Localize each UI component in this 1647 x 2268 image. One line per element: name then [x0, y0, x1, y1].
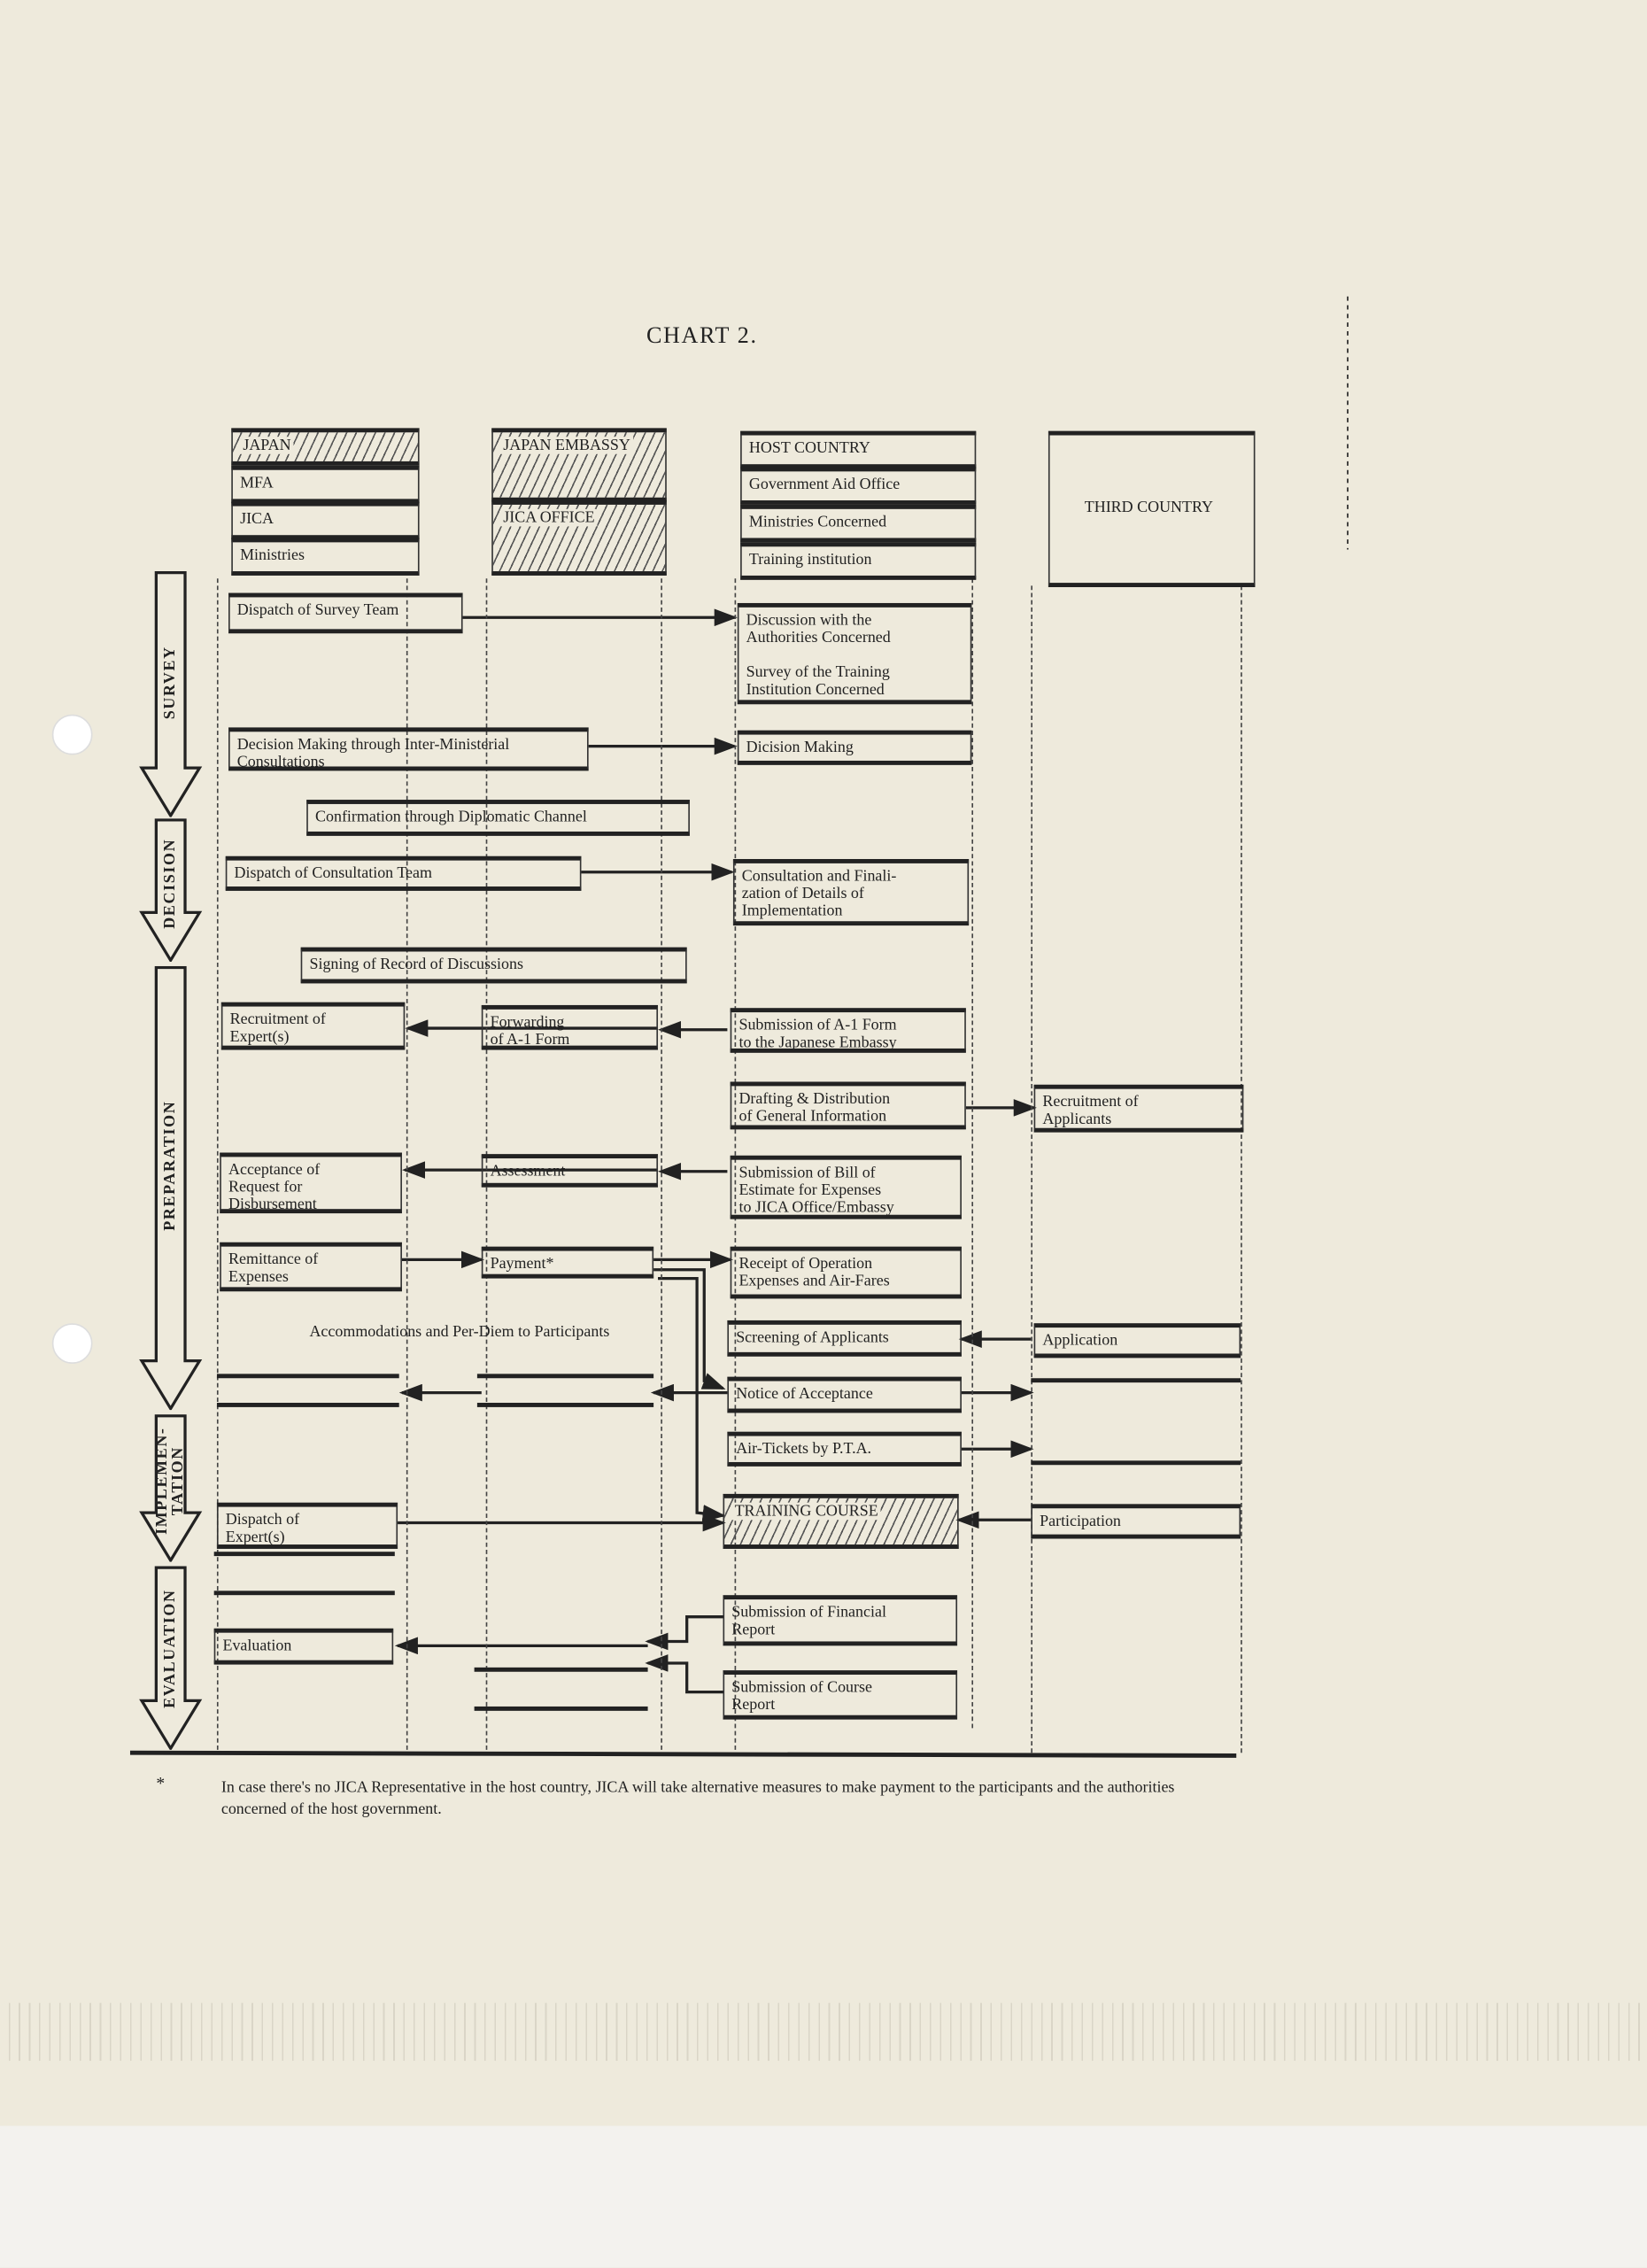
flow-arrow: [645, 1615, 723, 1651]
box-signing: Signing of Record of Discussions: [300, 947, 687, 984]
header-host-3: Training institution: [740, 542, 977, 580]
box-forwarding: Forwarding of A-1 Form: [481, 1004, 659, 1050]
box-application: Application: [1033, 1323, 1241, 1358]
box-course-report: Submission of Course Report: [723, 1670, 958, 1720]
box-air-tickets: Air-Tickets by P.T.A.: [727, 1431, 962, 1467]
footnote-marker: *: [156, 1773, 166, 1793]
down-arrow-icon: [139, 1566, 203, 1752]
empty-row-box: [216, 1374, 399, 1407]
header-third-country: THIRD COUNTRY: [1048, 430, 1256, 587]
header-jica-office-label: JICA OFFICE: [500, 508, 598, 527]
box-receipt: Receipt of Operation Expenses and Air-Fa…: [730, 1246, 962, 1299]
phase-arrow-1: DECISION: [139, 818, 203, 964]
down-arrow-icon: [139, 965, 203, 1412]
box-submission-bill: Submission of Bill of Estimate for Expen…: [730, 1155, 962, 1219]
phase-label: DECISION: [161, 838, 179, 928]
box-drafting: Drafting & Distribution of General Infor…: [730, 1081, 966, 1130]
phase-arrow-2: PREPARATION: [139, 965, 203, 1412]
bottom-rule: [129, 1750, 1237, 1758]
empty-row-box: [474, 1667, 648, 1711]
flow-arrow: [645, 1654, 723, 1694]
box-notice: Notice of Acceptance: [727, 1376, 962, 1413]
punch-hole: [51, 714, 93, 755]
down-arrow-icon: [139, 571, 203, 819]
footnote: In case there's no JICA Representative i…: [220, 1778, 1175, 1818]
column-guide-line: [406, 578, 408, 1750]
header-host-0: HOST COUNTRY: [740, 430, 977, 469]
header-jica-office: JICA OFFICE: [491, 500, 667, 576]
down-arrow-icon: [139, 818, 203, 964]
box-consult-final: Consultation and Finali- zation of Detai…: [732, 859, 970, 926]
box-survey-team: Dispatch of Survey Team: [228, 592, 463, 634]
box-decision-inter: Decision Making through Inter-Ministeria…: [228, 727, 589, 771]
fold-mark: [0, 2002, 1647, 2062]
box-financial-report: Submission of Financial Report: [723, 1595, 958, 1646]
box-assessment: Assessment: [481, 1154, 659, 1188]
empty-row-box: [476, 1374, 654, 1407]
header-japan-embassy: JAPAN EMBASSY: [491, 428, 667, 502]
punch-hole: [51, 1323, 93, 1364]
column-guide-line: [971, 578, 974, 1729]
header-japan-3: Ministries: [231, 538, 420, 576]
column-guide-line: [1031, 585, 1032, 1753]
column-guide-line: [216, 578, 219, 1750]
column-guide-line: [485, 578, 488, 1750]
header-japan-1: MFA: [231, 465, 420, 504]
phase-arrow-3: IMPLEMEN- TATION: [139, 1414, 203, 1564]
empty-row-box: [213, 1552, 395, 1596]
box-screening: Screening of Applicants: [727, 1320, 962, 1357]
phase-arrow-0: SURVEY: [139, 571, 203, 819]
phase-label: IMPLEMEN- TATION: [153, 1427, 187, 1535]
box-training-course-label: TRAINING COURSE: [731, 1502, 882, 1521]
column-guide-line: [661, 578, 662, 1750]
box-confirmation: Confirmation through Diplomatic Channel: [306, 800, 690, 836]
phase-arrow-4: EVALUATION: [139, 1566, 203, 1752]
scan-margin: [0, 2125, 1647, 2268]
column-guide-line: [734, 578, 737, 1750]
header-japan-0: JAPAN: [231, 428, 420, 466]
header-host-2: Ministries Concerned: [740, 504, 977, 543]
phase-label: EVALUATION: [161, 1589, 179, 1709]
chart-title: CHART 2.: [646, 323, 758, 349]
box-discussion: Discussion with the Authorities Concerne…: [737, 602, 972, 705]
flow-arrow: [658, 1276, 726, 1522]
box-submission-a1: Submission of A-1 Form to the Japanese E…: [730, 1008, 966, 1053]
box-training-course: TRAINING COURSE: [723, 1493, 959, 1549]
column-guide-line: [1241, 585, 1242, 1753]
box-accommodations: Accommodations and Per-Diem to Participa…: [309, 1323, 610, 1341]
box-participation: Participation: [1031, 1504, 1241, 1539]
phase-label: PREPARATION: [161, 1100, 179, 1231]
box-recruit-expert: Recruitment of Expert(s): [220, 1002, 406, 1050]
box-dispatch-expert: Dispatch of Expert(s): [216, 1502, 398, 1549]
box-evaluation: Evaluation: [213, 1628, 394, 1665]
box-remittance: Remittance of Expenses: [220, 1242, 402, 1292]
box-recruit-applicants: Recruitment of Applicants: [1033, 1084, 1244, 1133]
box-decision-host: Dicision Making: [737, 730, 972, 765]
empty-row-box: [1031, 1378, 1241, 1466]
header-host-1: Government Aid Office: [740, 467, 977, 505]
phase-label: SURVEY: [161, 645, 179, 719]
header-japan-0-label: JAPAN: [240, 437, 294, 454]
down-arrow-icon: [139, 1414, 203, 1564]
flow-arrow: [653, 1268, 726, 1390]
box-consult-team: Dispatch of Consultation Team: [225, 855, 582, 891]
box-payment: Payment*: [481, 1246, 654, 1279]
box-acceptance-request: Acceptance of Request for Disbursement: [220, 1152, 402, 1214]
header-japan-2: JICA: [231, 501, 420, 540]
header-japan-embassy-label: JAPAN EMBASSY: [500, 437, 634, 454]
